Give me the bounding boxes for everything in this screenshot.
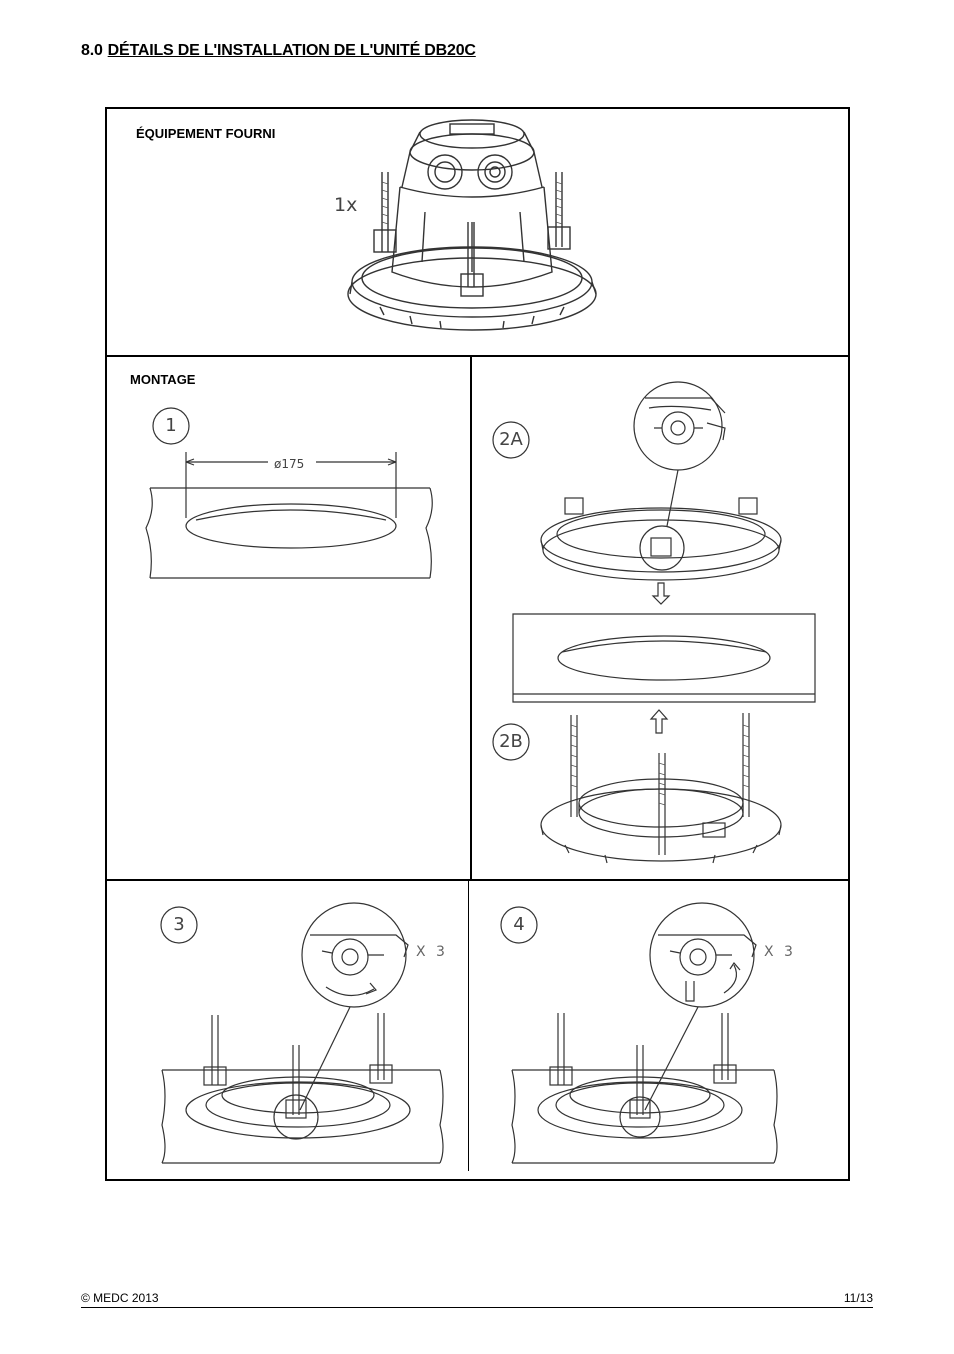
section-title: DÉTAILS DE L'INSTALLATION DE L'UNITÉ DB2…: [107, 42, 476, 59]
footer-page-number: 11/13: [843, 1291, 873, 1305]
step-2-panel-drawing: [512, 613, 816, 703]
footer-rule: [81, 1307, 873, 1308]
cutout-diameter: ø175: [274, 457, 305, 471]
step-1-marker: 1: [152, 407, 190, 445]
step-4-multiplier: X 3: [764, 944, 796, 960]
divider-vertical-upper: [470, 355, 472, 881]
step-2b-marker: 2B: [492, 723, 530, 761]
step-2b-number: 2B: [499, 731, 523, 752]
step-2a-ring-drawing: [540, 381, 782, 605]
step-2a-number: 2A: [499, 429, 523, 450]
step-3-marker: 3: [160, 906, 198, 944]
supplied-label: ÉQUIPEMENT FOURNI: [136, 126, 276, 141]
step-1-number: 1: [165, 415, 177, 436]
step-2b-base-drawing: [540, 709, 782, 864]
step-4-marker: 4: [500, 906, 538, 944]
installation-frame: [105, 107, 850, 1181]
db20c-unit-drawing: [347, 119, 597, 331]
divider-vertical-lower: [468, 879, 469, 1171]
divider-top: [105, 355, 850, 357]
divider-middle: [105, 879, 850, 881]
step-3-number: 3: [173, 914, 185, 935]
step-3-multiplier: X 3: [416, 944, 448, 960]
mounting-label: MONTAGE: [130, 372, 196, 387]
step-4-drawing: [511, 902, 778, 1164]
section-number: 8.0: [81, 42, 103, 59]
footer-copyright: © MEDC 2013: [81, 1291, 159, 1305]
step-4-number: 4: [513, 914, 525, 935]
step-1-cutout-drawing: [145, 452, 433, 579]
supplied-quantity: 1x: [334, 194, 358, 216]
step-3-drawing: [161, 902, 444, 1164]
step-2a-marker: 2A: [492, 421, 530, 459]
